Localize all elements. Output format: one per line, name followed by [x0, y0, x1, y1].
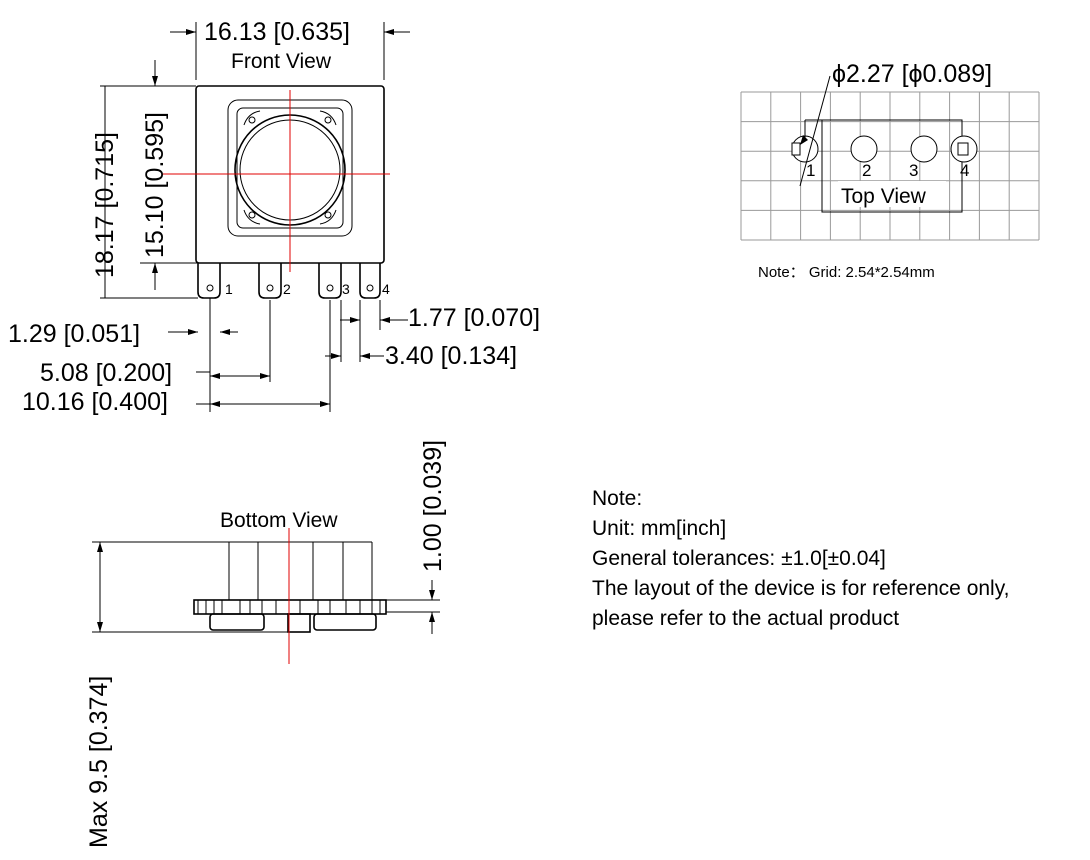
top-view: ϕ2.27 [ϕ0.089] 1 2 3 4 Top View Note： Gr…	[740, 60, 1040, 281]
front-pin-2: 2	[283, 281, 291, 297]
front-pin-1: 1	[225, 281, 233, 297]
top-pin-2: 2	[862, 161, 871, 180]
bottom-view-label: Bottom View	[220, 509, 338, 532]
notes-title: Note:	[592, 487, 642, 510]
dim-pin-span: 10.16 [0.400]	[22, 388, 168, 416]
bottom-view: Bottom View 1.00 [0.039] Max 9.5 [0.374]	[85, 440, 447, 848]
dim-width: 16.13 [0.635]	[204, 18, 350, 46]
note-line-1: Unit: mm[inch]	[592, 517, 726, 540]
dim-height-body: 15.10 [0.595]	[141, 112, 169, 258]
top-view-label: Top View	[841, 185, 927, 208]
note-line-3: The layout of the device is for referenc…	[592, 577, 1010, 600]
front-view: 16.13 [0.635] Front View 1 2 3 4	[8, 18, 540, 416]
top-pin-1: 1	[806, 161, 815, 180]
dim-pin-gap: 1.77 [0.070]	[408, 304, 540, 332]
note-line-4: please refer to the actual product	[592, 607, 899, 630]
dim-pin-width: 1.29 [0.051]	[8, 320, 140, 348]
top-pin-4: 4	[960, 161, 969, 180]
dim-max-height: Max 9.5 [0.374]	[85, 676, 113, 848]
dim-hole-diameter: ϕ2.27 [ϕ0.089]	[832, 60, 992, 88]
top-pin-3: 3	[909, 161, 918, 180]
dim-pin-offset: 3.40 [0.134]	[385, 342, 517, 370]
dim-pin-pitch: 5.08 [0.200]	[40, 359, 172, 387]
front-pin-3: 3	[342, 281, 350, 297]
notes: Note: Unit: mm[inch] General tolerances:…	[592, 487, 1010, 630]
front-pin-4: 4	[382, 281, 390, 297]
note-line-2: General tolerances: ±1.0[±0.04]	[592, 547, 886, 570]
dim-height-total: 18.17 [0.715]	[91, 132, 119, 278]
grid-note: Note： Grid: 2.54*2.54mm	[758, 264, 935, 281]
front-view-label: Front View	[231, 50, 332, 73]
dim-thickness: 1.00 [0.039]	[419, 440, 447, 572]
grid	[740, 91, 1040, 241]
